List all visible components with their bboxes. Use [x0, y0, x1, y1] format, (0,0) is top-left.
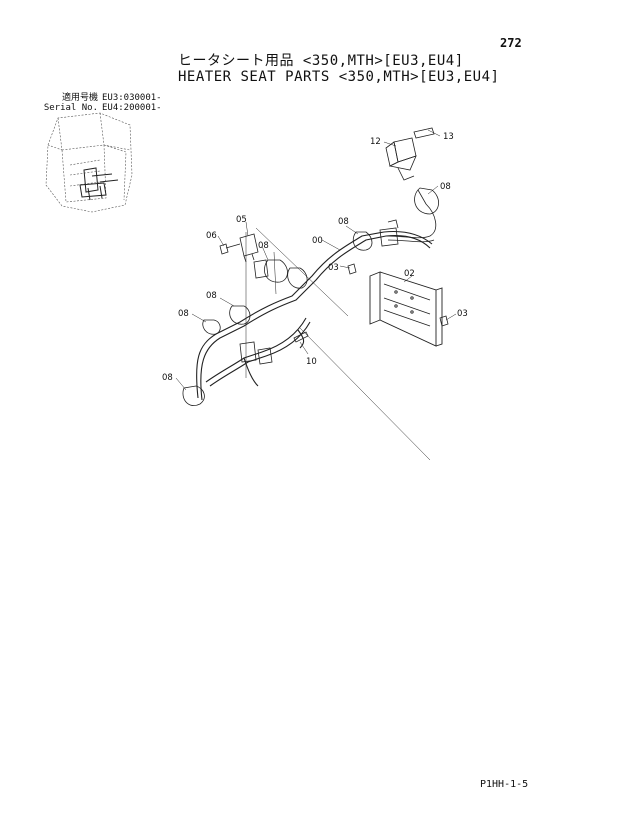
callout-05: 05: [236, 215, 247, 225]
reference-lines: [245, 227, 431, 461]
bolt-03: [347, 263, 449, 327]
footer-code: P1HH-1-5: [480, 779, 529, 790]
serial-label: Serial No.: [43, 103, 98, 113]
heater-switch-12: [385, 137, 417, 181]
clamp-08: [182, 187, 439, 406]
cab-location-thumbnail: [45, 112, 133, 213]
callout-06: 06: [206, 231, 217, 241]
page-title-japanese: ヒータシート用品 <350,MTH>[EU3,EU4]: [178, 53, 464, 69]
serial-label: 適用号機: [61, 93, 98, 103]
callout-00: 00: [312, 236, 323, 246]
connector-block: [239, 219, 399, 365]
harness-switch-branch: [385, 189, 437, 243]
relay-05: [239, 233, 259, 263]
bracket-02: [369, 271, 443, 347]
page-number: 272: [500, 36, 522, 50]
harness-00: [196, 230, 433, 401]
callout-08: 08: [338, 217, 349, 227]
callout-12: 12: [370, 137, 381, 147]
serial-value: EU4:200001-: [102, 103, 162, 113]
callout-08: 08: [258, 241, 269, 251]
callout-08: 08: [206, 291, 217, 301]
switch-knob-13: [413, 127, 435, 139]
callout-03: 03: [328, 263, 339, 273]
serial-applicability-block: 適用号機 EU3:030001- Serial No. EU4:200001-: [42, 93, 162, 113]
serial-row: Serial No. EU4:200001-: [42, 103, 162, 113]
bolt-06: [219, 243, 241, 255]
callout-03: 03: [457, 309, 468, 319]
callout-02: 02: [404, 269, 415, 279]
callout-08: 08: [178, 309, 189, 319]
callout-labels: 12 13 08 05 06 08 08 00 03 02 08 08 03 1…: [162, 132, 468, 383]
callout-10: 10: [306, 357, 317, 367]
serial-value: EU3:030001-: [102, 93, 162, 103]
leader-lines: [175, 129, 457, 391]
page-title-english: HEATER SEAT PARTS <350,MTH>[EU3,EU4]: [178, 69, 500, 85]
callout-08: 08: [162, 373, 173, 383]
callout-08: 08: [440, 182, 451, 192]
serial-row: 適用号機 EU3:030001-: [42, 93, 162, 103]
callout-13: 13: [443, 132, 454, 142]
cab-seat-thumbnail: [79, 167, 119, 201]
